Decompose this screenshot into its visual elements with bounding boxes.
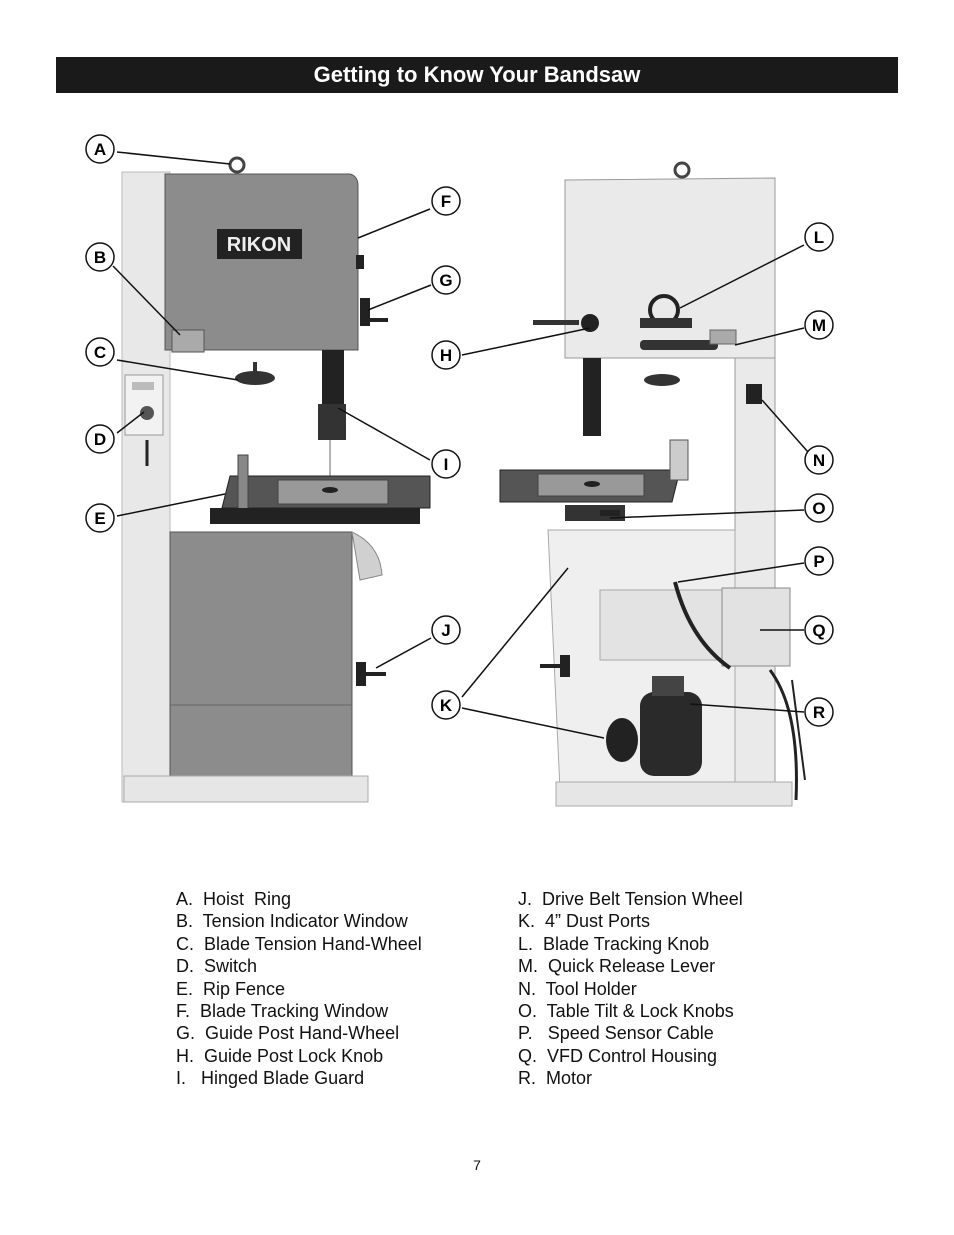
callout-p: P <box>804 546 834 576</box>
svg-text:M: M <box>812 316 826 335</box>
callout-k: K <box>431 690 461 720</box>
callout-b: B <box>85 242 115 272</box>
svg-text:G: G <box>439 271 452 290</box>
callout-lines <box>112 151 809 739</box>
legend-item: P. Speed Sensor Cable <box>518 1023 714 1044</box>
rikon-logo <box>217 229 302 259</box>
svg-text:E: E <box>94 509 105 528</box>
legend-item: N. Tool Holder <box>518 978 637 999</box>
svg-text:H: H <box>440 346 452 365</box>
svg-text:B: B <box>94 248 106 267</box>
callout-a: A <box>85 134 115 164</box>
legend-item: C. Blade Tension Hand-Wheel <box>176 933 422 954</box>
callout-g: G <box>431 265 461 295</box>
legend-item: B. Tension Indicator Window <box>176 911 408 932</box>
callout-o: O <box>804 493 834 523</box>
callout-d: D <box>85 424 115 454</box>
legend-item: O. Table Tilt & Lock Knobs <box>518 1001 734 1022</box>
legend-item: I. Hinged Blade Guard <box>176 1068 365 1089</box>
callout-l: L <box>804 222 834 252</box>
legend-item: K. 4” Dust Ports <box>518 911 651 932</box>
svg-text:K: K <box>440 696 453 715</box>
legend-item: L. Blade Tracking Knob <box>518 933 710 954</box>
legend-left-column: A. Hoist Ring B. Tension Indicator Windo… <box>176 888 422 1090</box>
svg-text:P: P <box>813 552 824 571</box>
callout-circles: A B C D E F G H I J K L M N O P Q R <box>85 134 834 727</box>
rikon-logo-text: RIKON <box>227 234 291 256</box>
hoist-ring-right <box>673 161 691 179</box>
bandsaw-front-view: RIKON <box>121 156 431 803</box>
svg-text:J: J <box>441 621 450 640</box>
legend-item: R. Motor <box>518 1068 593 1089</box>
legend-right-column: J. Drive Belt Tension Wheel K. 4” Dust P… <box>518 888 743 1090</box>
svg-text:N: N <box>813 451 825 470</box>
legend-item: A. Hoist Ring <box>176 889 292 909</box>
svg-text:A: A <box>94 140 106 159</box>
legend-item: Q. VFD Control Housing <box>518 1045 718 1066</box>
legend-item: M. Quick Release Lever <box>518 956 716 977</box>
page-title: Getting to Know Your Bandsaw <box>56 57 898 93</box>
svg-text:O: O <box>812 499 825 518</box>
callout-f: F <box>431 186 461 216</box>
svg-text:R: R <box>813 703 825 722</box>
svg-text:Q: Q <box>812 621 825 640</box>
svg-text:L: L <box>814 228 824 247</box>
callout-h: H <box>431 340 461 370</box>
callout-q: Q <box>804 615 834 645</box>
bandsaw-rear-view <box>499 161 806 807</box>
legend-item: E. Rip Fence <box>176 978 286 999</box>
callout-i: I <box>431 449 461 479</box>
callout-r: R <box>804 697 834 727</box>
svg-text:D: D <box>94 430 106 449</box>
legend-item: J. Drive Belt Tension Wheel <box>518 889 743 909</box>
callout-m: M <box>804 310 834 340</box>
legend-item: D. Switch <box>176 956 258 977</box>
page-number: 7 <box>473 1157 481 1173</box>
callout-n: N <box>804 445 834 475</box>
hoist-ring-left <box>228 156 246 174</box>
legend-item: F. Blade Tracking Window <box>176 1001 389 1022</box>
callout-c: C <box>85 337 115 367</box>
svg-text:F: F <box>441 192 451 211</box>
callout-e: E <box>85 503 115 533</box>
callout-j: J <box>431 615 461 645</box>
legend-item: G. Guide Post Hand-Wheel <box>176 1023 400 1044</box>
svg-text:I: I <box>444 455 449 474</box>
svg-text:C: C <box>94 343 106 362</box>
legend-item: H. Guide Post Lock Knob <box>176 1045 384 1066</box>
